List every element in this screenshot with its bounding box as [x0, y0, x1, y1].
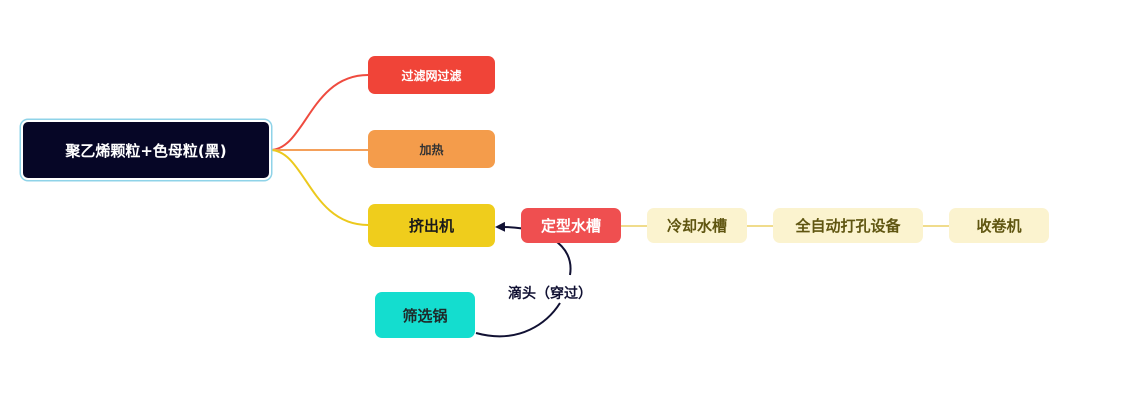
node-screening-pot[interactable]: 筛选锅 [375, 292, 475, 338]
node-auto-punching[interactable]: 全自动打孔设备 [773, 208, 923, 243]
connector-root-extruder [269, 149, 369, 226]
node-extruder[interactable]: 挤出机 [368, 204, 495, 247]
node-winder[interactable]: 收卷机 [949, 208, 1049, 243]
node-cooling-tank[interactable]: 冷却水槽 [647, 208, 747, 243]
node-shaping-tank[interactable]: 定型水槽 [521, 208, 621, 243]
node-heating[interactable]: 加热 [368, 130, 495, 168]
connector-root-filter [269, 74, 369, 151]
node-filter-screen[interactable]: 过滤网过滤 [368, 56, 495, 94]
root-node[interactable]: 聚乙烯颗粒+色母粒(黑) [23, 122, 269, 178]
relation-label[interactable]: 滴头（穿过） [508, 286, 592, 302]
